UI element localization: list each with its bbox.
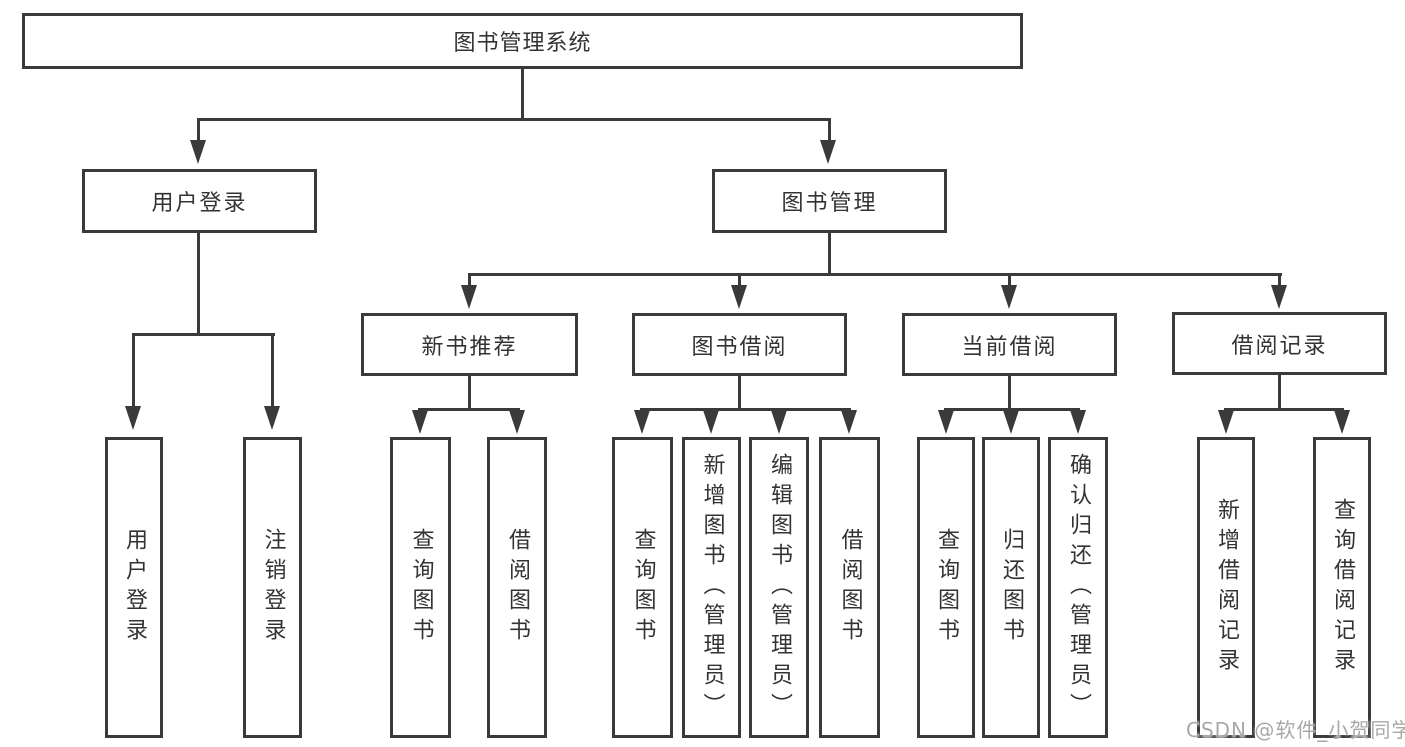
arrowhead xyxy=(1001,285,1017,309)
connector-root-stub xyxy=(521,69,524,118)
connector-line xyxy=(197,233,200,333)
connector-line xyxy=(132,333,275,336)
connector-line xyxy=(418,408,520,411)
arrowhead xyxy=(412,410,428,434)
node-leaf-current-query-books: 查询图书 xyxy=(917,437,975,738)
connector-line xyxy=(738,376,741,408)
connector-level3-branch xyxy=(468,273,1282,276)
arrowhead xyxy=(509,410,525,434)
connector-level2-branch xyxy=(197,118,831,121)
connector-line xyxy=(468,376,471,408)
arrowhead xyxy=(1271,285,1287,309)
arrowhead xyxy=(1334,410,1350,434)
node-leaf-records-query-record: 查询借阅记录 xyxy=(1313,437,1371,738)
connector-line xyxy=(1224,408,1344,411)
node-leaf-logout: 注销登录 xyxy=(243,437,302,738)
connector-line xyxy=(640,408,851,411)
arrowhead xyxy=(1070,410,1086,434)
connector-line xyxy=(1008,376,1011,408)
connector-line xyxy=(271,336,274,407)
node-root: 图书管理系统 xyxy=(22,13,1023,69)
node-new-book-recommend: 新书推荐 xyxy=(361,313,578,376)
arrowhead xyxy=(634,410,650,434)
node-leaf-records-add-record: 新增借阅记录 xyxy=(1197,437,1255,738)
node-leaf-current-return-books: 归还图书 xyxy=(982,437,1040,738)
connector-line xyxy=(197,121,200,141)
node-user-login: 用户登录 xyxy=(82,169,317,233)
node-borrowing-records: 借阅记录 xyxy=(1172,312,1387,375)
arrowhead xyxy=(731,285,747,309)
node-leaf-borrowing-add-books-admin: 新增图书（管理员） xyxy=(682,437,741,738)
node-leaf-recommend-query-books: 查询图书 xyxy=(390,437,451,738)
connector-line xyxy=(1278,276,1281,286)
node-leaf-recommend-borrow-books: 借阅图书 xyxy=(487,437,547,738)
node-leaf-borrowing-edit-books-admin: 编辑图书（管理员） xyxy=(749,437,809,738)
connector-line xyxy=(828,121,831,141)
node-leaf-borrowing-query-books: 查询图书 xyxy=(612,437,673,738)
node-book-borrowing: 图书借阅 xyxy=(632,313,847,376)
arrowhead xyxy=(264,406,280,430)
arrowhead xyxy=(820,140,836,164)
connector-line xyxy=(1008,276,1011,286)
arrowhead xyxy=(841,410,857,434)
connector-line xyxy=(738,276,741,286)
arrowhead xyxy=(938,410,954,434)
connector-line xyxy=(828,233,831,273)
arrowhead xyxy=(703,410,719,434)
node-leaf-user-login: 用户登录 xyxy=(105,437,163,738)
watermark: CSDN @软件_小贺同学 xyxy=(1186,718,1405,742)
arrowhead xyxy=(1003,410,1019,434)
node-book-management: 图书管理 xyxy=(712,169,947,233)
connector-line xyxy=(1278,375,1281,408)
arrowhead xyxy=(190,140,206,164)
arrowhead xyxy=(461,285,477,309)
node-leaf-borrowing-borrow-books: 借阅图书 xyxy=(819,437,880,738)
connector-line xyxy=(132,336,135,407)
connector-line xyxy=(944,408,1080,411)
node-current-borrowing: 当前借阅 xyxy=(902,313,1117,376)
arrowhead xyxy=(1218,410,1234,434)
connector-line xyxy=(468,276,471,286)
node-leaf-current-confirm-return-admin: 确认归还（管理员） xyxy=(1048,437,1108,738)
arrowhead xyxy=(125,406,141,430)
arrowhead xyxy=(771,410,787,434)
